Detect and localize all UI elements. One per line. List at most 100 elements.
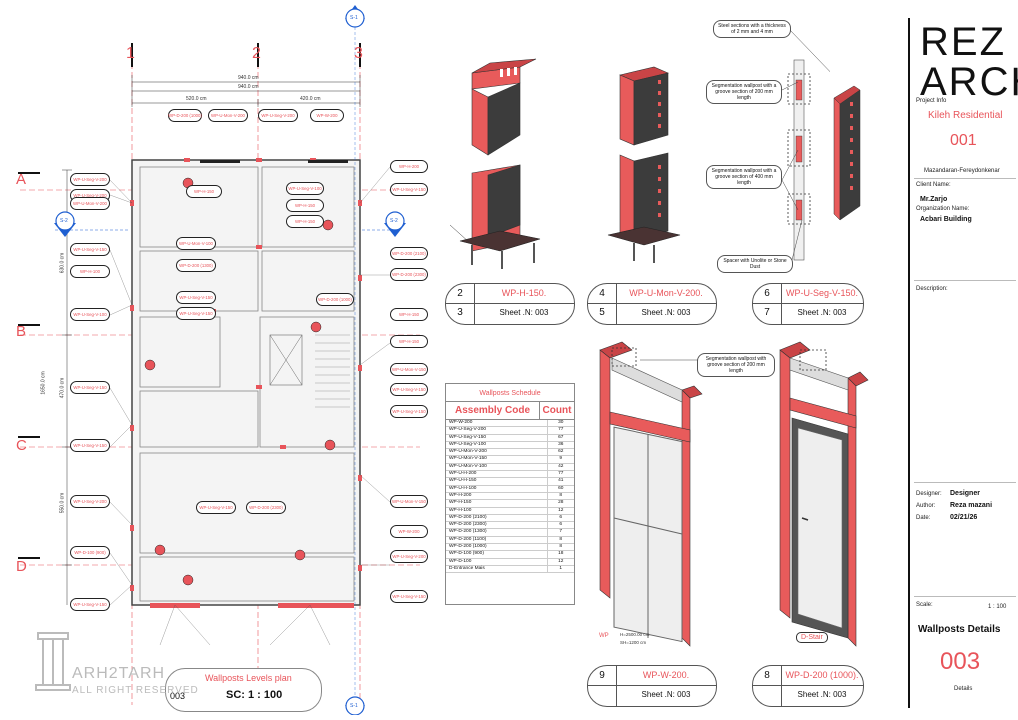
plan-tag[interactable]: WP-U-Seg-V-150 [70,439,110,452]
callout-sub-number: 5 [599,307,605,318]
plan-tag[interactable]: WP-D-200 (1000) [168,109,202,122]
plan-tag[interactable]: WP-U-Seg-V-150 [390,405,428,418]
watermark-title: ARH2TARH [72,665,166,682]
plan-tag[interactable]: WP-U-Seg-V-200 [390,550,428,563]
plan-tag[interactable]: WP-U-Mon-V-200 [208,109,248,122]
plan-tag[interactable]: WP-U-Seg-V-200 [258,109,298,122]
schedule-cell-count: 8 [546,492,574,501]
schedule-cell-code: WP-U-Mon-V-150 [446,455,548,464]
plan-tag[interactable]: WP-D-200 (1000) [316,293,354,306]
callout-detail-2[interactable]: 2 WP-H-150. 3 Sheet .N: 003 [445,283,575,325]
client-value: Mr.Zarjo [920,196,948,203]
schedule-cell-count: 8 [546,543,574,552]
dim-overall-1: 940.0 cm [238,75,259,81]
project-location: Mazandaran-Fereydonkenar [924,168,1000,174]
plan-tag[interactable]: WP-U-Seg-V-100 [70,308,110,321]
plan-tag[interactable]: WP-D-200 (1300) [176,259,216,272]
sheet-title: Wallposts Details [918,624,1001,635]
callout-detail-8[interactable]: 8 WP-D-200 (1000). Sheet .N: 003 [752,665,864,707]
plan-tag[interactable]: WP-U-Seg-V-150 [390,183,428,196]
designer-value: Designer [950,490,980,497]
schedule-cell-code: WP-D-100 (900) [446,550,548,559]
plan-tag[interactable]: WP-U-Mon-V-150 [390,363,428,376]
logo-arch: ARCH [920,60,1018,104]
schedule-col-code: Assembly Code [454,405,531,416]
section-label-right: S-2 [390,218,398,224]
dim-vertical-1: 630.0 cm [59,252,66,274]
callout-number: 6 [764,288,770,299]
schedule-cell-code: WP-U-Seg-V-200 [446,426,548,435]
plan-tag[interactable]: WP-U-Seg-V-150 [390,590,428,603]
plan-tag[interactable]: WP-U-Seg-V-150 [196,501,236,514]
schedule-title: Wallposts Schedule [446,384,574,402]
plan-tag[interactable]: WP-H-200 [390,160,428,173]
plan-tag[interactable]: WP-W-200 [390,525,428,538]
watermark-subtitle: ALL RIGHT RESERVED [72,685,199,696]
logo-rez: REZ [920,20,1006,64]
plan-tag[interactable]: WP-U-Mon-V-150 [390,495,428,508]
schedule-cell-count: 41 [546,477,574,486]
grid-letter-b: B [16,323,27,340]
wallposts-level-plan: 1 2 3 A B C D S-1 S-1 S-2 S-2 940.0 cm 9… [10,5,430,715]
plan-tag[interactable]: WP-U-Seg-V-150 [176,307,216,320]
callout-detail-9[interactable]: 9 WP-W-200. Sheet .N: 003 [587,665,717,707]
sheet-subtitle: Details [954,686,973,692]
plan-tag[interactable]: WP-U-Seg-V-150 [70,381,110,394]
author-value: Reza mazani [950,502,993,509]
schedule-cell-count: 77 [546,426,574,435]
grid-number-3: 3 [354,45,363,62]
schedule-row: WP-D-200 (1300)7 [446,528,574,537]
plan-tag[interactable]: WP-D-100 (900) [70,546,110,559]
schedule-cell-count: 28 [546,499,574,508]
plan-tag[interactable]: WP-H-150 [286,215,324,228]
plan-tag[interactable]: WP-U-Mon-V-100 [176,237,216,250]
wallposts-schedule: Wallposts Schedule Assembly Code Count W… [445,383,575,605]
plan-tag[interactable]: WP-U-Mon-V-200 [70,197,110,210]
plan-tag[interactable]: WP-U-Seg-V-150 [70,598,110,611]
schedule-cell-code: WP-D-200 (1100) [446,536,548,545]
plan-tag[interactable]: WP-U-Seg-V-150 [176,291,216,304]
section-label-bottom: S-1 [350,703,358,709]
callout-detail-4[interactable]: 4 WP-U-Mon-V-200. 5 Sheet .N: 003 [587,283,717,325]
grid-letter-a: A [16,171,27,188]
schedule-cell-code: WP-W-200 [446,420,548,428]
plan-tag[interactable]: WP-H-150 [390,335,428,348]
plan-tag[interactable]: WP-U-Seg-V-150 [390,383,428,396]
schedule-cell-count: 18 [546,550,574,559]
schedule-row: WP-D-100 (900)18 [446,550,574,559]
plan-tag[interactable]: WP-H-100 [70,265,110,278]
schedule-cell-count: 1 [546,565,574,574]
callout-detail-6[interactable]: 6 WP-U-Seg-V-150. 7 Sheet .N: 003 [752,283,864,325]
plan-tag[interactable]: WP-U-Seg-V-200 [70,495,110,508]
plan-tag[interactable]: WP-U-Seg-V-200 [70,173,110,186]
plan-tag[interactable]: WP-U-Seg-V-100 [286,182,324,195]
window-dim-2: SH=1200 cm [620,640,647,645]
detail-wp-h-150-drawing [449,58,541,269]
scale-value: 1 : 100 [988,604,1007,610]
callout-number: 4 [599,288,605,299]
plan-tag[interactable]: WP-H-150 [390,308,428,321]
schedule-cell-code: WP-U-Seg-V-100 [446,441,548,450]
plan-tag[interactable]: WP-H-150 [286,199,324,212]
schedule-cell-count: 30 [546,420,574,428]
title-block: REZ ARCH Project Info Kileh Residential … [908,18,1018,708]
plan-tag[interactable]: WP-D-200 (2300) [390,268,428,281]
org-value: Acbari Building [920,216,972,223]
plan-tag[interactable]: WP-W-200 [310,109,344,122]
plan-tag[interactable]: WP-D-200 (2100) [390,247,428,260]
schedule-cell-count: 12 [546,558,574,566]
dim-right: 420.0 cm [300,96,321,102]
window-type-tag: WP [598,632,610,640]
plan-tag[interactable]: WP-H-150 [186,185,222,198]
date-label: Date: [916,515,931,521]
plan-tag[interactable]: WP-U-Seg-V-150 [70,243,110,256]
note-spacer: Spacer with Unolite or Stone Dust [717,255,793,273]
plan-tag[interactable]: WP-D-200 (2300) [246,501,286,514]
